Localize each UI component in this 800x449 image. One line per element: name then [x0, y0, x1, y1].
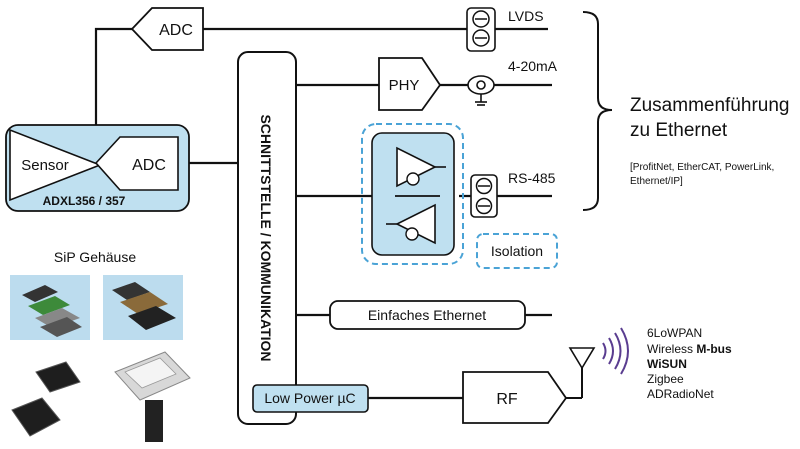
- rf-block: [462, 347, 596, 424]
- rf-label: RF: [496, 391, 518, 408]
- rs485-isolated-block: [361, 123, 464, 265]
- wireless-item-adradionet: ADRadioNet: [647, 387, 714, 401]
- merge-title-line2: zu Ethernet: [630, 120, 728, 141]
- current-loop-label: 4-20mA: [508, 58, 558, 74]
- rs485-connector: [470, 174, 498, 218]
- phy-label: PHY: [389, 77, 420, 94]
- current-loop-symbol: [467, 75, 495, 106]
- adc-top-block: [130, 7, 204, 51]
- rs485-label: RS-485: [508, 170, 556, 186]
- isolation-label: Isolation: [491, 243, 543, 259]
- adc-sensor-label: ADC: [132, 157, 166, 174]
- protocols-line1: [ProfitNet, EtherCAT, PowerLink,: [630, 162, 774, 173]
- sip-title: SiP Gehäuse: [54, 249, 136, 265]
- wireless-item-6lowpan: 6LoWPAN: [647, 326, 702, 340]
- adc-top-label: ADC: [159, 22, 193, 39]
- radio-waves-icon: [602, 327, 629, 375]
- wireless-item-zigbee: Zigbee: [647, 372, 684, 386]
- phy-block: [378, 57, 442, 111]
- interface-label: SCHNITTSTELLE / KOMMUNIKATION: [258, 114, 274, 361]
- protocols-line2: Ethernet/IP]: [630, 176, 683, 187]
- sip-exploded-view-1: [10, 275, 90, 340]
- merge-title-line1: Zusammenführung: [630, 95, 789, 116]
- sip-exploded-view-2: [103, 275, 183, 340]
- merge-bracket: [582, 11, 613, 211]
- low-power-uc-box: [252, 384, 369, 413]
- wireless-mbus-bold: M-bus: [696, 342, 732, 356]
- lvds-connector: [466, 7, 496, 52]
- sensor-label: Sensor: [21, 157, 69, 174]
- sip-module-photo: [114, 351, 191, 442]
- low-power-uc-label: Low Power µC: [264, 390, 355, 406]
- ethernet-label: Einfaches Ethernet: [368, 307, 486, 323]
- wireless-item-wisun: WiSUN: [647, 357, 687, 371]
- isolation-box: [476, 233, 558, 269]
- sip-chip-qfn-2: [11, 397, 61, 437]
- ethernet-box: [329, 300, 526, 330]
- sensor-part-label: ADXL356 / 357: [43, 194, 126, 208]
- interface-bar: [237, 51, 297, 425]
- wireless-mbus-prefix: Wireless: [647, 342, 696, 356]
- lvds-label: LVDS: [508, 8, 544, 24]
- wireless-item-mbus: Wireless M-bus: [647, 342, 732, 356]
- sensor-module: [5, 124, 190, 212]
- sip-chip-qfn-1: [35, 361, 81, 393]
